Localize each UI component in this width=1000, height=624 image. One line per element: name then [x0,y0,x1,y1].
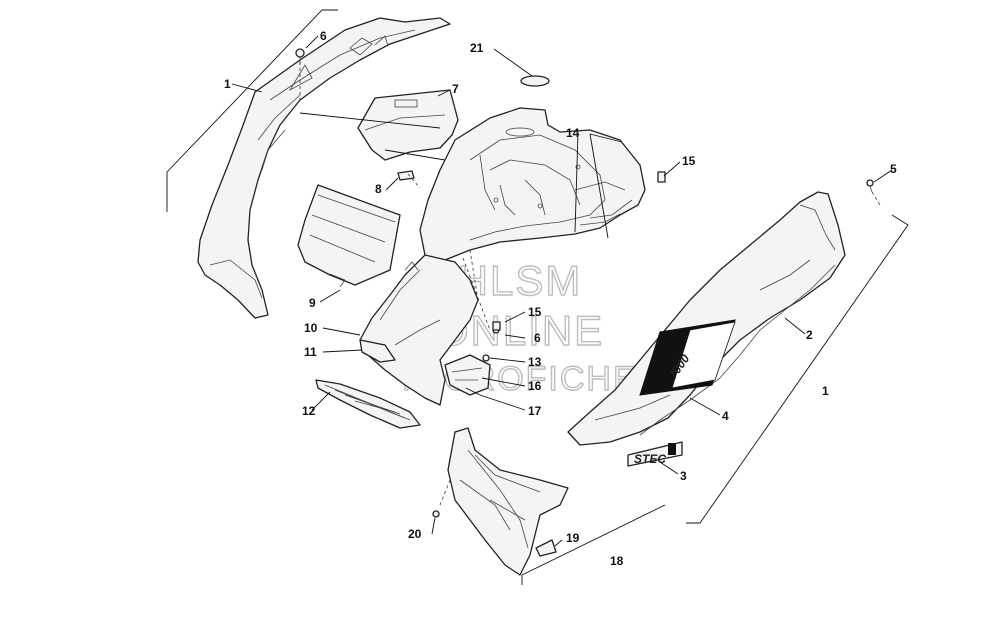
leader-lines [231,35,893,585]
belly-pan-18 [447,427,569,576]
callout-6-top: 6 [320,29,327,43]
air-duct-9 [297,184,401,288]
right-assembly-bracket [686,214,909,524]
callout-10: 10 [304,321,318,335]
callout-21: 21 [470,41,484,55]
callout-16: 16 [528,379,542,393]
right-side-panel [567,191,846,446]
decal-7000: 7000 [639,319,736,396]
clip-15-lower [492,321,501,331]
callout-12: 12 [302,404,316,418]
callout-15-lower: 15 [528,305,542,319]
watermark-line-1: HLSM [458,257,583,304]
callout-labels: 1 6 7 8 9 10 11 12 21 14 15 5 2 1 4 3 15… [224,29,897,568]
clip-8 [397,170,415,181]
hood-assembly [419,107,646,263]
callout-6-lower: 6 [534,331,541,345]
pad-19 [535,539,557,557]
callout-5: 5 [890,162,897,176]
mesh-screen-12 [315,379,421,429]
left-side-panel [197,17,451,319]
callout-17: 17 [528,404,542,418]
badge-stec: STEC [627,441,683,467]
callout-8: 8 [375,182,382,196]
callout-4: 4 [722,409,729,423]
callout-7: 7 [452,82,459,96]
screw-6 [295,48,305,58]
lower-left-panel [359,254,479,406]
clip-15 [657,171,666,183]
lens-21 [520,75,550,87]
screw-5 [866,179,874,187]
callout-2: 2 [806,328,813,342]
callout-3: 3 [680,469,687,483]
callout-9: 9 [309,296,316,310]
callout-14: 14 [566,126,580,140]
callout-15-top: 15 [682,154,696,168]
bracket-18 [521,504,666,585]
callout-1-left: 1 [224,77,231,91]
callout-20: 20 [408,527,422,541]
callout-18: 18 [610,554,624,568]
callout-13: 13 [528,355,542,369]
callout-11: 11 [304,345,317,359]
alignment-lines [299,62,881,506]
callout-1-right: 1 [822,384,829,398]
screw-20 [432,510,440,518]
callout-19: 19 [566,531,580,545]
badge-text: STEC [634,452,666,466]
left-assembly-bracket [166,9,338,212]
